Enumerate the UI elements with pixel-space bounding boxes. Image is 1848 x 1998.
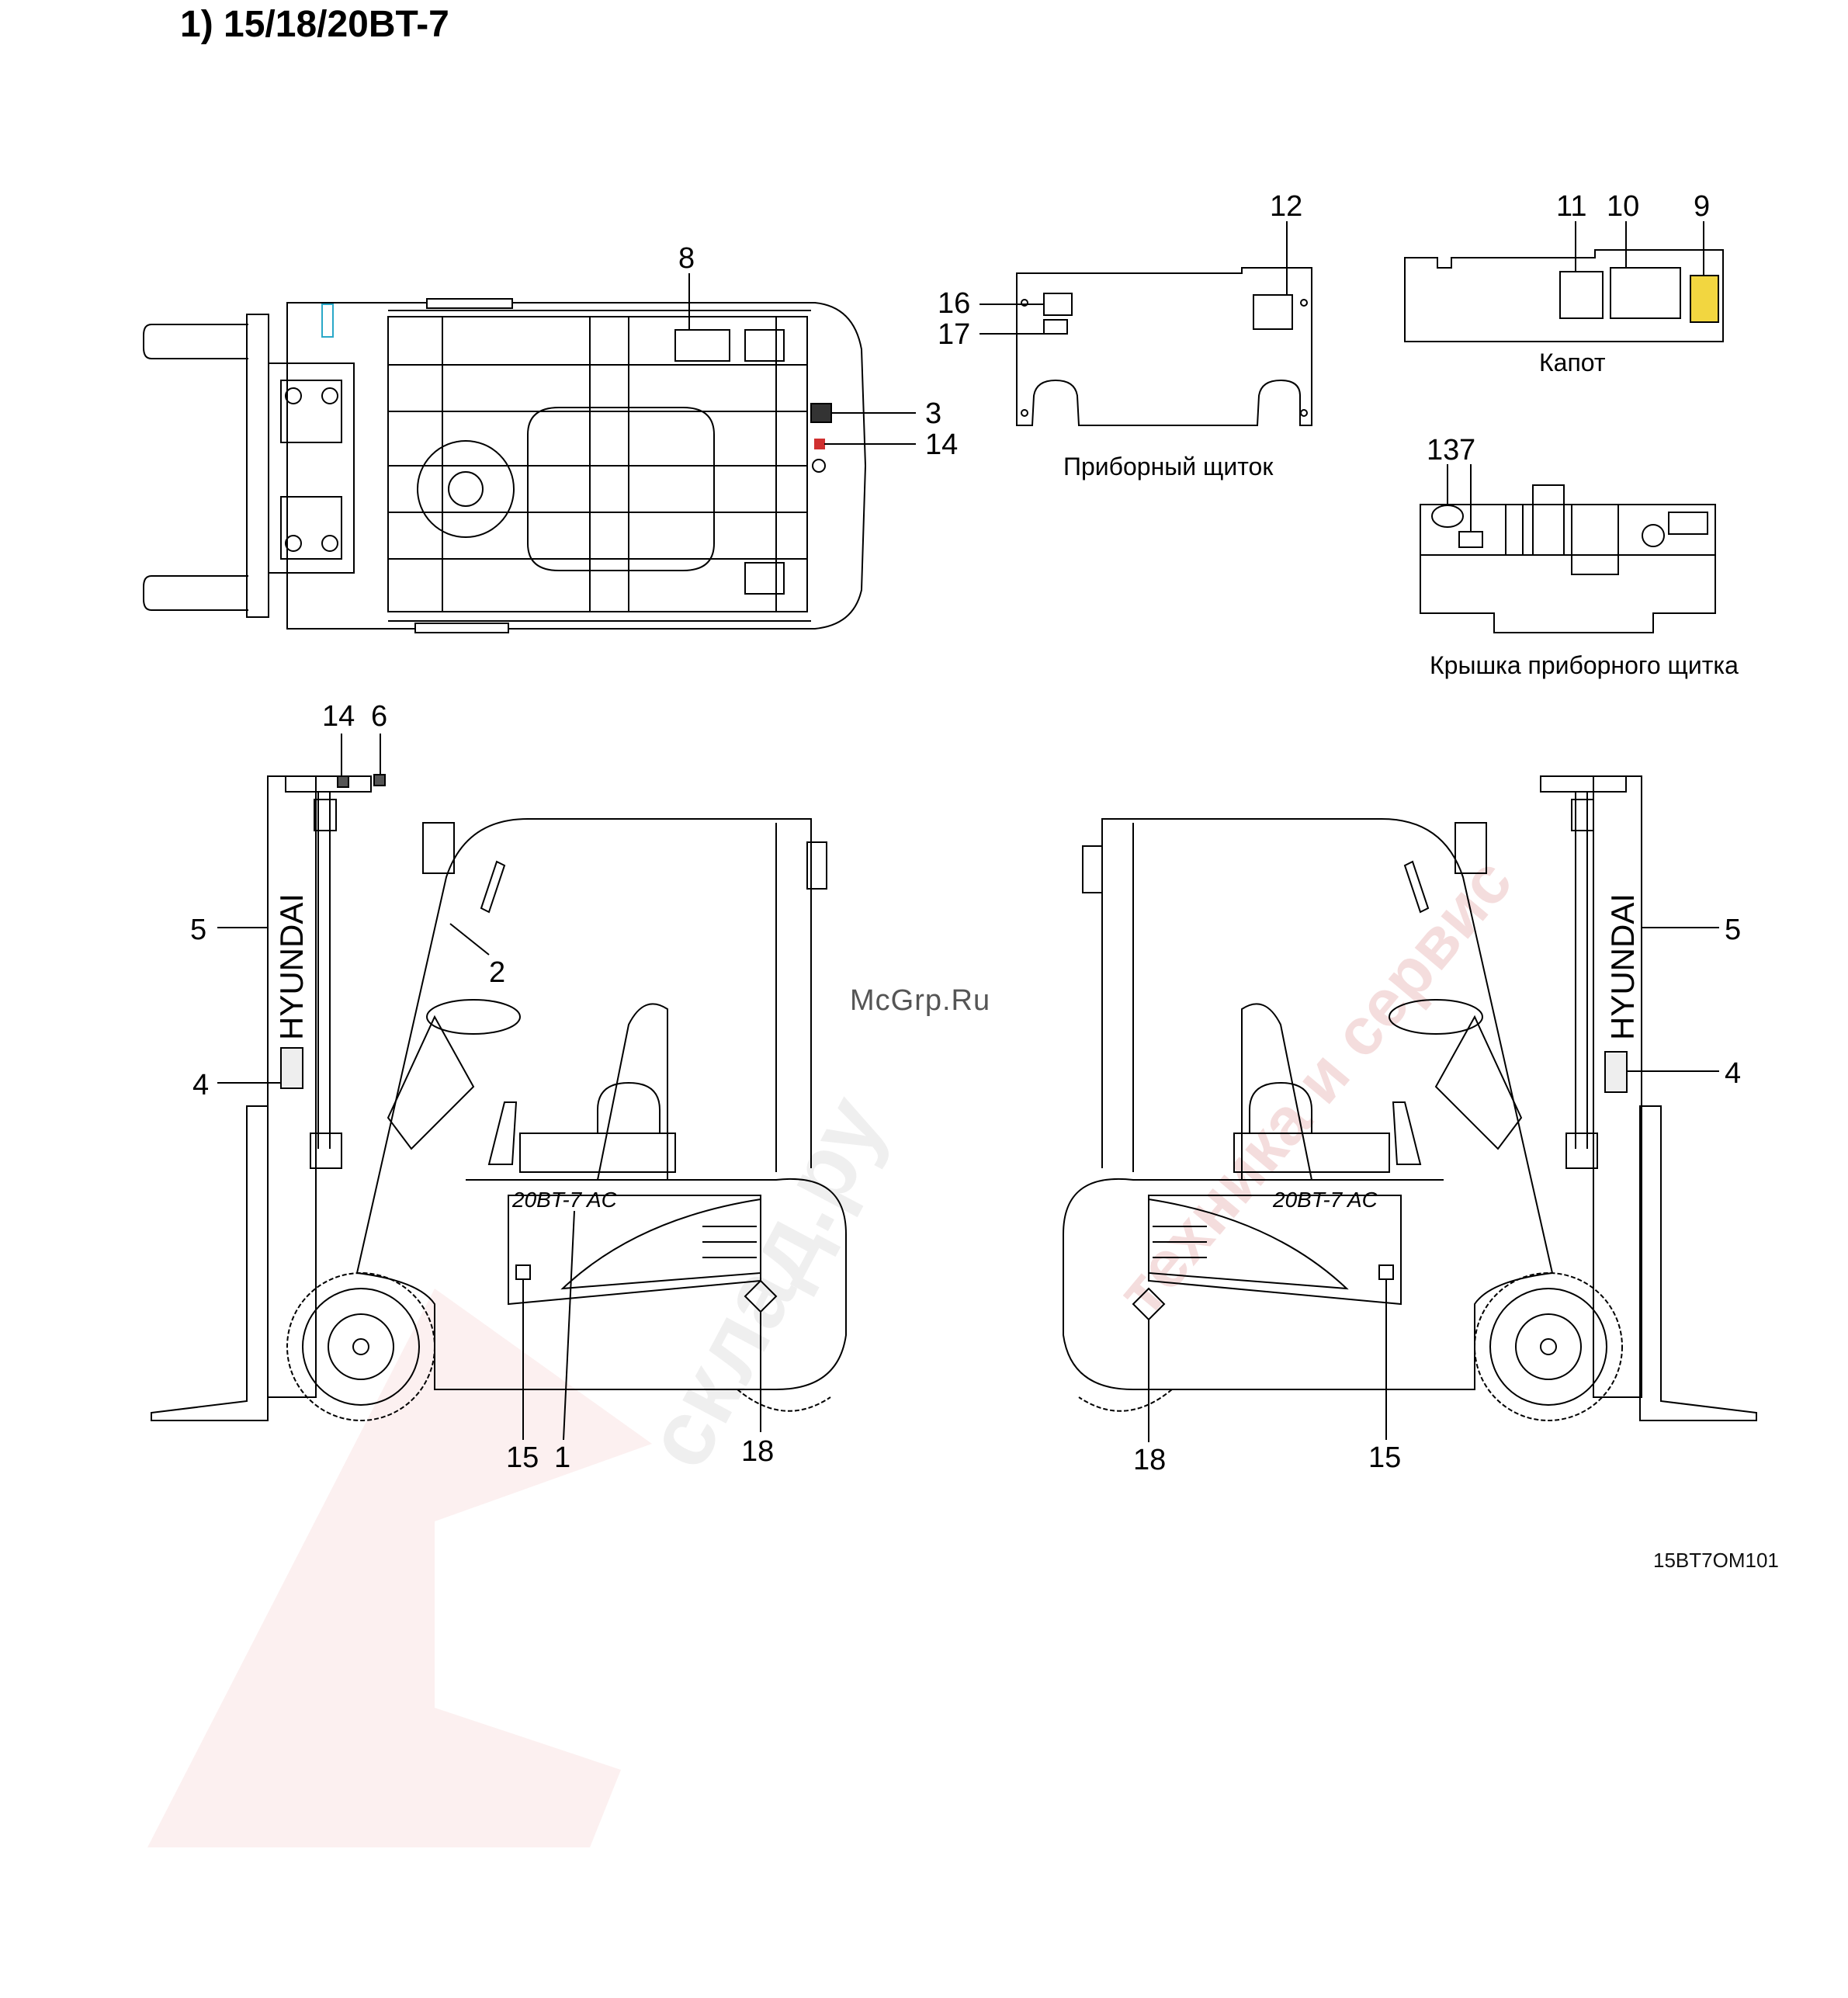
right-mast-brand: HYUNDAI — [1604, 893, 1641, 1040]
top-callout-8: 8 — [678, 242, 695, 275]
left-callout-4: 4 — [192, 1069, 209, 1101]
top-carriage — [247, 314, 269, 617]
watermark: склад.ру техника и сервис — [147, 845, 1527, 1847]
right-callout-18: 18 — [1133, 1444, 1166, 1476]
right-fork — [1640, 1106, 1756, 1420]
drawing-code: 15BT7OM101 — [1653, 1549, 1779, 1573]
dash-callout-16: 16 — [938, 287, 970, 320]
right-side-view: HYUNDAI 20BT-7 AC — [1063, 776, 1756, 1476]
left-callout-18: 18 — [741, 1435, 774, 1468]
top-view: 8 3 14 — [144, 242, 958, 633]
right-callout-4: 4 — [1725, 1057, 1741, 1090]
left-decal-15 — [516, 1265, 530, 1279]
hood-outline — [1405, 250, 1723, 342]
hood-decal-11 — [1560, 272, 1603, 318]
left-mast-brand: HYUNDAI — [273, 893, 310, 1040]
left-callout-5: 5 — [190, 914, 206, 946]
left-callout-1: 1 — [554, 1441, 570, 1474]
watermark-logo-shape — [147, 1289, 652, 1847]
watermark-sub-text: техника и сервис — [1103, 845, 1527, 1330]
right-decal-4 — [1605, 1052, 1627, 1092]
top-fork-upper — [144, 324, 248, 359]
top-callout-3: 3 — [925, 397, 941, 430]
dash-decal-16 — [1044, 293, 1072, 315]
hood-caption: Капот — [1539, 349, 1606, 376]
watermark-main-text: склад.ру — [625, 1080, 906, 1485]
top-label-8-box — [675, 330, 730, 361]
dash-cover-view: 13 7 Крышка приборного щитка — [1420, 434, 1739, 679]
dash-panel-outline — [1017, 268, 1312, 425]
dash-decal-17 — [1044, 320, 1067, 334]
left-steering-column — [388, 1017, 473, 1149]
right-decal-15 — [1379, 1265, 1393, 1279]
dash-cover-callout-13: 13 — [1427, 434, 1459, 467]
right-steering-column — [1436, 1017, 1521, 1149]
left-decal-14 — [338, 776, 348, 787]
left-callout-15: 15 — [506, 1441, 539, 1474]
right-model-badge: 20BT-7 AC — [1272, 1188, 1378, 1212]
left-callout-14: 14 — [322, 700, 355, 733]
site-mark: McGrp.Ru — [850, 984, 990, 1018]
left-callout-6: 6 — [371, 700, 387, 733]
dash-cover-callout-7: 7 — [1459, 434, 1475, 467]
left-decal-6 — [374, 775, 385, 786]
left-callout-2: 2 — [489, 956, 505, 989]
dash-panel-caption: Приборный щиток — [1063, 453, 1274, 480]
hood-callout-10: 10 — [1607, 190, 1639, 223]
right-callout-15: 15 — [1368, 1441, 1401, 1474]
top-seat — [528, 408, 714, 571]
dash-cover-caption: Крышка приборного щитка — [1430, 651, 1739, 679]
hood-decal-10 — [1610, 268, 1680, 318]
left-seat — [520, 1133, 675, 1172]
right-callout-5: 5 — [1725, 914, 1741, 946]
top-decal-14 — [815, 439, 824, 449]
dash-panel-view: 12 16 17 Приборный щиток — [938, 190, 1312, 480]
top-fork-lower — [144, 576, 248, 610]
top-decal-3 — [811, 404, 831, 422]
hood-callout-9: 9 — [1694, 190, 1710, 223]
top-steering-wheel — [418, 441, 514, 537]
dash-callout-17: 17 — [938, 318, 970, 351]
left-fork — [151, 1106, 268, 1420]
dash-decal-12 — [1253, 295, 1292, 329]
left-steering-wheel — [427, 1000, 520, 1034]
dash-cover-outline — [1420, 505, 1715, 633]
dash-cover-decal-7 — [1459, 532, 1482, 547]
right-front-wheel — [1475, 1273, 1622, 1420]
left-model-badge: 20BT-7 AC — [511, 1188, 618, 1212]
top-callout-14: 14 — [925, 428, 958, 461]
right-rear-wheel — [1079, 1389, 1172, 1411]
dash-callout-12: 12 — [1270, 190, 1302, 223]
dash-cover-decal-13 — [1432, 505, 1463, 527]
left-decal-4 — [281, 1048, 303, 1088]
hood-decal-9 — [1690, 276, 1718, 322]
hood-callout-11: 11 — [1556, 190, 1586, 223]
hood-view: 11 10 9 Капот — [1405, 190, 1723, 376]
left-seat-back — [598, 1004, 667, 1180]
